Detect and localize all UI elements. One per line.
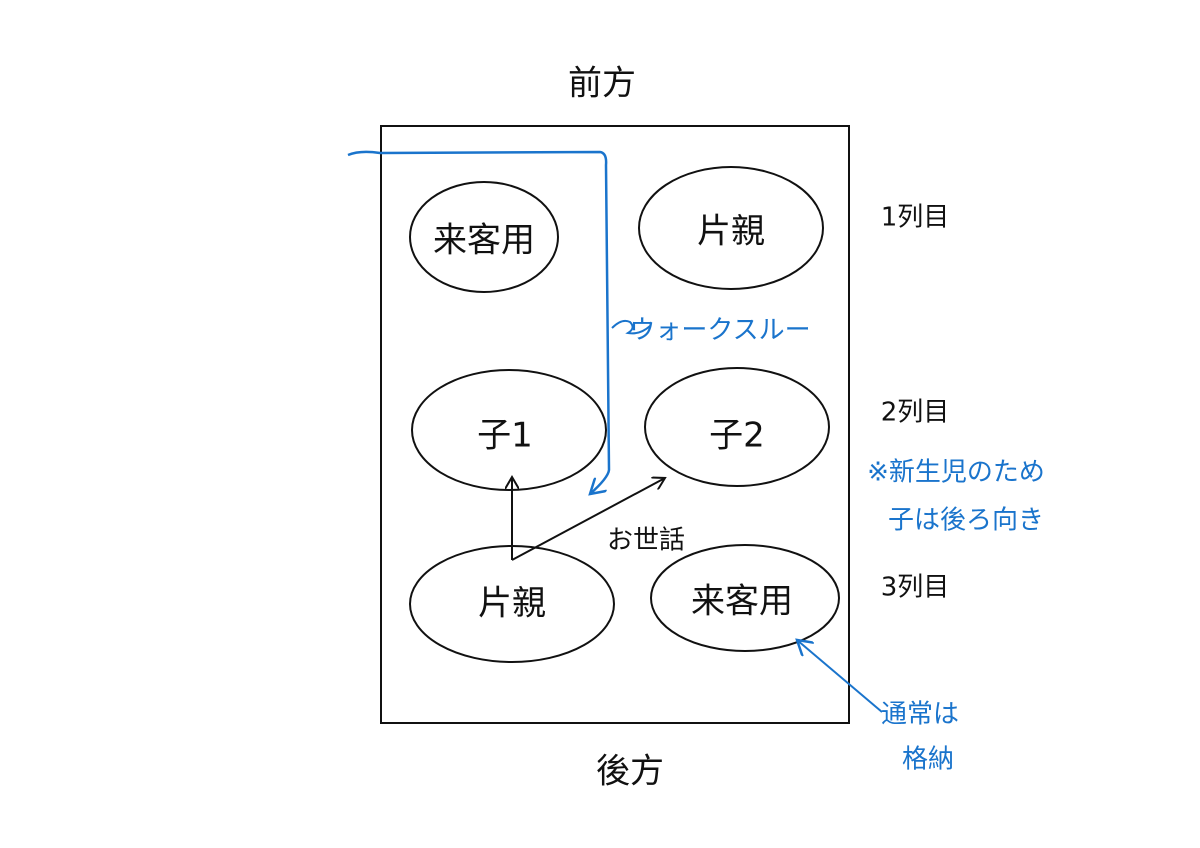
row-label-2: 2列目 — [880, 397, 950, 428]
newborn-note-line2: 子は後ろ向き — [887, 505, 1045, 536]
seat-label: 子2 — [709, 415, 765, 456]
walkthrough-squiggle — [611, 319, 651, 335]
care-arrow-to-child2 — [511, 478, 665, 561]
seat-label: 来客用 — [691, 581, 793, 622]
front-label: 前方 — [568, 63, 636, 104]
row-label-1: 1列目 — [880, 202, 950, 233]
seat-row1-right — [638, 166, 824, 290]
stowed-note-line1: 通常は — [880, 699, 960, 730]
row-label-3: 3列目 — [880, 572, 950, 603]
seat-label: 来客用 — [433, 220, 535, 261]
stowed-arrow — [797, 640, 883, 713]
seat-row1-left — [409, 181, 559, 293]
walkthrough-path — [347, 150, 611, 494]
newborn-note-line1: ※新生児のため — [867, 457, 1045, 488]
vehicle-outline — [380, 125, 850, 724]
seat-label: 子1 — [477, 415, 533, 456]
back-label: 後方 — [596, 751, 664, 792]
seat-row2-right — [644, 367, 830, 487]
stowed-note-line2: 格納 — [901, 744, 955, 775]
seat-row2-left — [411, 369, 607, 491]
care-label: お世話 — [606, 525, 686, 556]
seat-label: 片親 — [697, 211, 765, 252]
walkthrough-label: ウォークスルー — [629, 315, 811, 346]
seat-label: 片親 — [478, 583, 546, 624]
seat-row3-right — [650, 544, 840, 652]
